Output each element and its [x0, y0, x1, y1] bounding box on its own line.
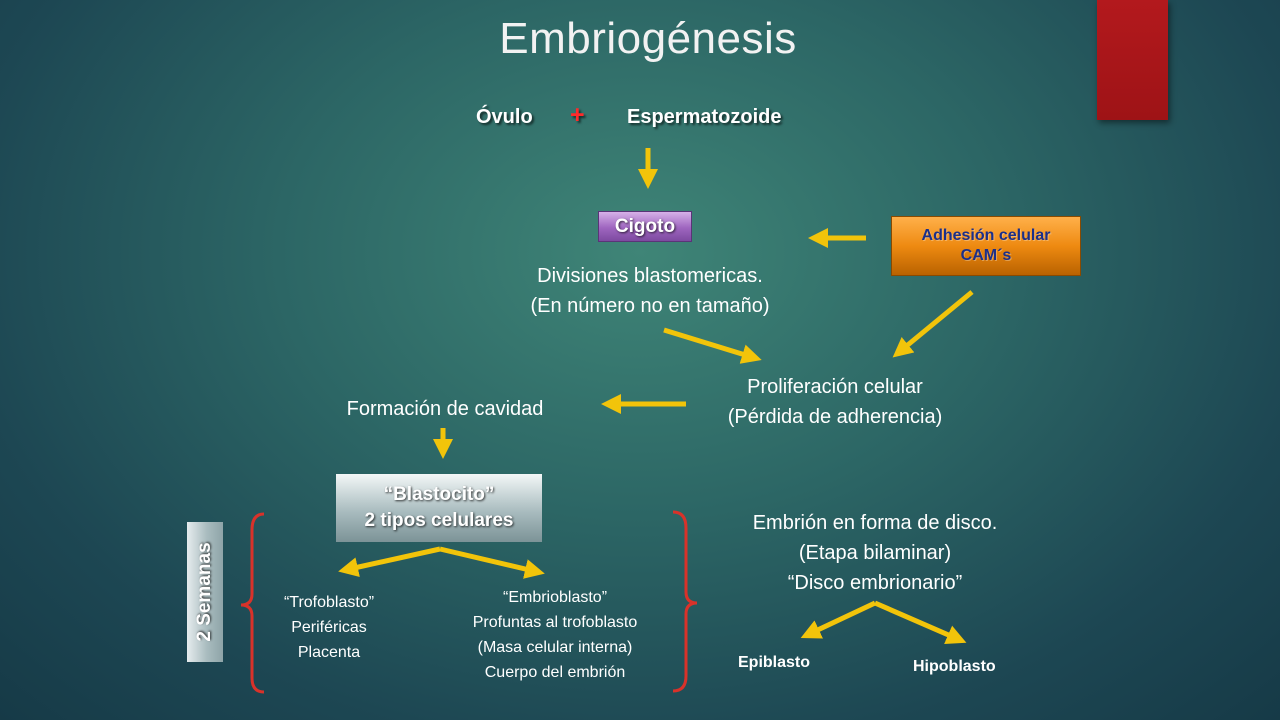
plus-sign: + [570, 101, 585, 129]
slide-title: Embriogénesis [499, 14, 797, 63]
arrow-divisiones-to-proliferacion [663, 327, 762, 364]
divisiones-line1: Divisiones blastomericas. [537, 265, 763, 287]
embrioblasto-line4: Cuerpo del embrión [484, 664, 626, 681]
proliferacion-line2: (Pérdida de adherencia) [727, 406, 943, 428]
proliferacion-line1: Proliferación celular [747, 376, 923, 398]
adhesion-line1: Adhesión celular [921, 227, 1051, 244]
arrow-adhesion-to-proliferacion [892, 290, 974, 358]
arrow-disco-to-hipoblasto [874, 600, 967, 644]
ovulo-label: Óvulo [476, 106, 533, 128]
divisiones-text: Divisiones blastomericas. (En número no … [470, 261, 830, 321]
right-brace [672, 510, 698, 693]
embrioblasto-line2: Profuntas al trofoblasto [472, 614, 638, 631]
espermatozoide-label: Espermatozoide [627, 106, 782, 128]
trofoblasto-line1: “Trofoblasto” [283, 594, 375, 611]
hipoblasto-label: Hipoblasto [913, 658, 996, 675]
arrow-split-to-trofoblasto [338, 546, 441, 577]
adhesion-line2: CAM´s [960, 247, 1012, 264]
embrioblasto-text: “Embrioblasto” Profuntas al trofoblasto … [425, 585, 685, 685]
cigoto-label: Cigoto [614, 215, 676, 237]
blastocito-line1: “Blastocito” [383, 484, 495, 505]
formacion-text: Formación de cavidad [346, 398, 544, 420]
left-brace [240, 512, 265, 694]
blastocito-line2: 2 tipos celulares [364, 510, 514, 531]
cigoto-box: Cigoto [598, 211, 692, 242]
embrion-text: Embrión en forma de disco. (Etapa bilami… [700, 508, 1050, 598]
blastocito-box: “Blastocito” 2 tipos celulares [336, 474, 542, 542]
embrion-line2: (Etapa bilaminar) [798, 542, 952, 564]
arrow-disco-to-epiblasto [800, 600, 877, 639]
embrion-line1: Embrión en forma de disco. [752, 512, 998, 534]
trofoblasto-text: “Trofoblasto” Periféricas Placenta [250, 590, 408, 665]
semanas-box: 2 Semanas [187, 522, 223, 662]
proliferacion-text: Proliferación celular (Pérdida de adhere… [680, 372, 990, 432]
embrion-line3: “Disco embrionario” [787, 572, 963, 594]
divisiones-line2: (En número no en tamaño) [530, 295, 770, 317]
arrow-split-to-embrioblasto [439, 546, 545, 579]
embrioblasto-line1: “Embrioblasto” [502, 589, 608, 606]
epiblasto-label: Epiblasto [738, 654, 811, 671]
trofoblasto-line2: Periféricas [291, 619, 367, 636]
embrioblasto-line3: (Masa celular interna) [477, 639, 633, 656]
adhesion-box: Adhesión celular CAM´s [891, 216, 1081, 276]
red-corner-tab [1097, 0, 1168, 120]
trofoblasto-line3: Placenta [297, 644, 361, 661]
